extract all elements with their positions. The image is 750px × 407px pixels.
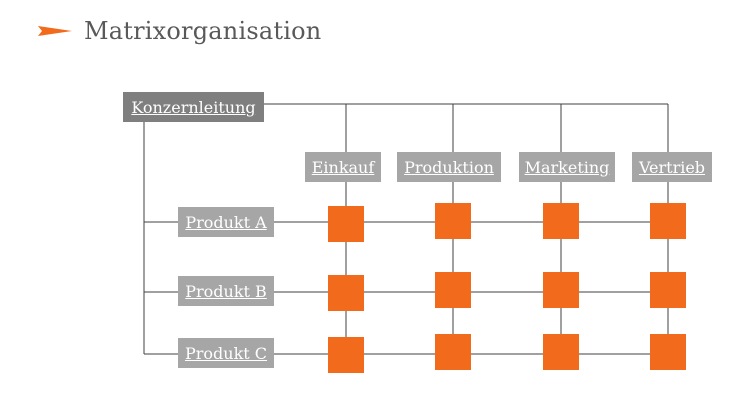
function-box-marketing[interactable]: Marketing xyxy=(519,152,615,182)
function-box-vertrieb[interactable]: Vertrieb xyxy=(632,152,712,182)
matrix-cell xyxy=(543,334,579,370)
function-box-einkauf[interactable]: Einkauf xyxy=(305,152,381,182)
page-title: Matrixorganisation xyxy=(84,17,322,45)
product-box-b[interactable]: Produkt B xyxy=(178,276,274,306)
function-box-produktion[interactable]: Produktion xyxy=(397,152,501,182)
page-title-area: Matrixorganisation xyxy=(38,14,321,48)
product-box-c[interactable]: Produkt C xyxy=(178,338,274,368)
matrix-cell xyxy=(650,203,686,239)
matrix-cell xyxy=(328,206,364,242)
matrix-cell xyxy=(328,275,364,311)
matrix-cell xyxy=(650,272,686,308)
matrix-cell xyxy=(435,203,471,239)
matrix-cell xyxy=(328,337,364,373)
matrix-cell xyxy=(435,272,471,308)
matrix-cell xyxy=(543,272,579,308)
product-box-a[interactable]: Produkt A xyxy=(178,207,274,237)
matrix-cell xyxy=(435,334,471,370)
konzernleitung-box[interactable]: Konzernleitung xyxy=(123,92,264,122)
matrix-cell xyxy=(650,334,686,370)
matrix-cell xyxy=(543,203,579,239)
arrow-bullet-icon xyxy=(38,26,72,36)
